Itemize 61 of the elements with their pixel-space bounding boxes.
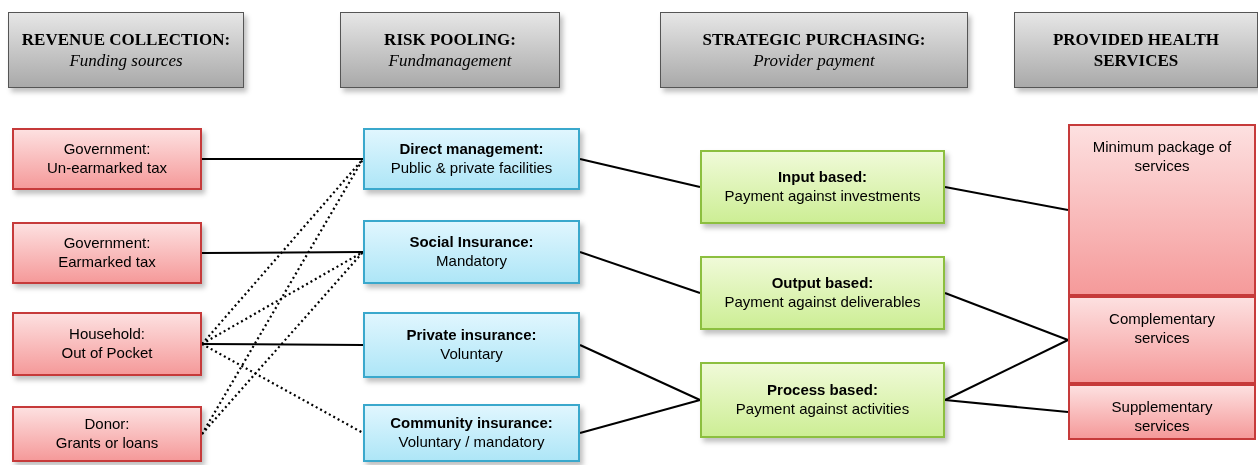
box-text: Supplementary services bbox=[1110, 398, 1214, 436]
box-title: Input based: bbox=[777, 168, 868, 187]
pooling-box bbox=[363, 404, 580, 462]
connector-line bbox=[944, 339, 1069, 401]
header-title: STRATEGIC PURCHASING: bbox=[701, 28, 927, 50]
service-box bbox=[1068, 124, 1256, 296]
box-text: Un-earmarked tax bbox=[46, 159, 167, 178]
header-title: RISK POOLING: bbox=[383, 28, 517, 50]
connector-line bbox=[944, 292, 1069, 341]
connector-line bbox=[579, 158, 701, 188]
box-title: Process based: bbox=[767, 381, 878, 400]
connector-line bbox=[579, 399, 701, 434]
box-title: Community insurance: bbox=[390, 414, 553, 433]
pooling-box bbox=[363, 220, 580, 284]
connector-line bbox=[579, 344, 701, 401]
pooling-box bbox=[363, 312, 580, 378]
purchasing-box bbox=[700, 256, 945, 330]
box-text: Minimum package of services bbox=[1091, 138, 1233, 176]
box-title: Donor: bbox=[84, 415, 130, 434]
box-text: Payment against deliverables bbox=[724, 293, 921, 312]
column-header bbox=[660, 12, 968, 88]
purchasing-box bbox=[700, 362, 945, 438]
connector-line bbox=[579, 251, 701, 294]
box-text: Voluntary bbox=[440, 345, 503, 364]
box-text: Earmarked tax bbox=[58, 253, 156, 272]
column-header bbox=[1014, 12, 1258, 88]
header-title: REVENUE COLLECTION: bbox=[20, 28, 232, 50]
connector-line bbox=[201, 158, 364, 160]
funding-source-box bbox=[12, 406, 202, 462]
connector-line bbox=[201, 343, 364, 346]
box-title: Direct management: bbox=[399, 140, 544, 159]
header-subtitle: Fundmanagement bbox=[387, 50, 513, 72]
box-title: Social Insurance: bbox=[409, 233, 534, 252]
funding-source-box bbox=[12, 128, 202, 190]
connector-line bbox=[201, 251, 364, 254]
purchasing-box bbox=[700, 150, 945, 224]
box-text: Mandatory bbox=[436, 252, 507, 271]
funding-source-box bbox=[12, 222, 202, 284]
connector-line bbox=[944, 399, 1069, 413]
service-box bbox=[1068, 384, 1256, 440]
box-title: Private insurance: bbox=[406, 326, 537, 345]
header-title: PROVIDED HEALTH SERVICES bbox=[1051, 28, 1221, 72]
box-text: Out of Pocket bbox=[61, 344, 153, 363]
box-text: Public & private facilities bbox=[390, 159, 553, 178]
header-subtitle: Provider payment bbox=[752, 50, 876, 72]
box-text: Payment against activities bbox=[735, 400, 910, 419]
box-text: Complementary services bbox=[1108, 310, 1216, 348]
funding-source-box bbox=[12, 312, 202, 376]
column-header bbox=[340, 12, 560, 88]
connector-line bbox=[944, 186, 1069, 211]
pooling-box bbox=[363, 128, 580, 190]
column-header bbox=[8, 12, 244, 88]
box-title: Government: bbox=[63, 140, 151, 159]
box-text: Payment against investments bbox=[724, 187, 921, 206]
box-text: Grants or loans bbox=[55, 434, 159, 453]
box-text: Voluntary / mandatory bbox=[398, 433, 545, 452]
box-title: Output based: bbox=[771, 274, 874, 293]
box-title: Household: bbox=[69, 325, 145, 344]
header-subtitle: Funding sources bbox=[68, 50, 184, 72]
service-box bbox=[1068, 296, 1256, 384]
box-title: Government: bbox=[63, 234, 151, 253]
